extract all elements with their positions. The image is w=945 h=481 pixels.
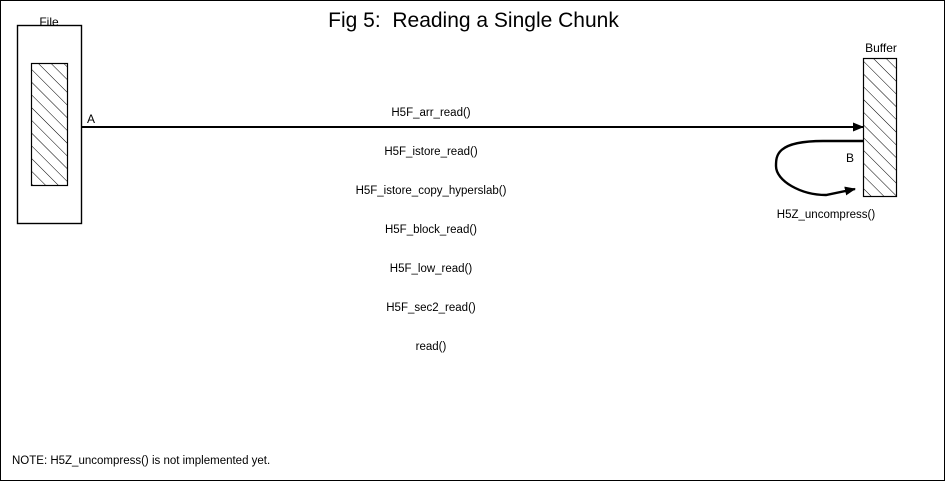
buffer-box [862, 57, 898, 198]
call-stack-line: H5F_arr_read() [391, 107, 471, 119]
call-stack-line: H5F_istore_copy_hyperslab() [355, 185, 507, 197]
edge-a-label: A [87, 112, 96, 126]
call-stack-line: H5F_sec2_read() [386, 302, 476, 314]
call-stack-line: H5F_istore_read() [384, 146, 478, 158]
figure-note: NOTE: H5Z_uncompress() is not implemente… [12, 455, 271, 467]
file-label: File [39, 15, 59, 29]
edge-b-call-label: H5Z_uncompress() [776, 209, 876, 221]
call-stack-line: H5F_block_read() [384, 224, 478, 236]
call-stack-line: read() [415, 341, 447, 353]
buffer-label: Buffer [865, 41, 897, 55]
edge-b-loop-arrow [774, 139, 863, 197]
file-contents-hatch [30, 62, 69, 187]
edge-b-label: B [846, 151, 855, 165]
figure-title: Fig 5: Reading a Single Chunk [328, 9, 619, 32]
call-stack-line: H5F_low_read() [389, 263, 473, 275]
edge-a-call-stack: H5F_arr_read() H5F_istore_read() H5F_ist… [306, 82, 556, 378]
